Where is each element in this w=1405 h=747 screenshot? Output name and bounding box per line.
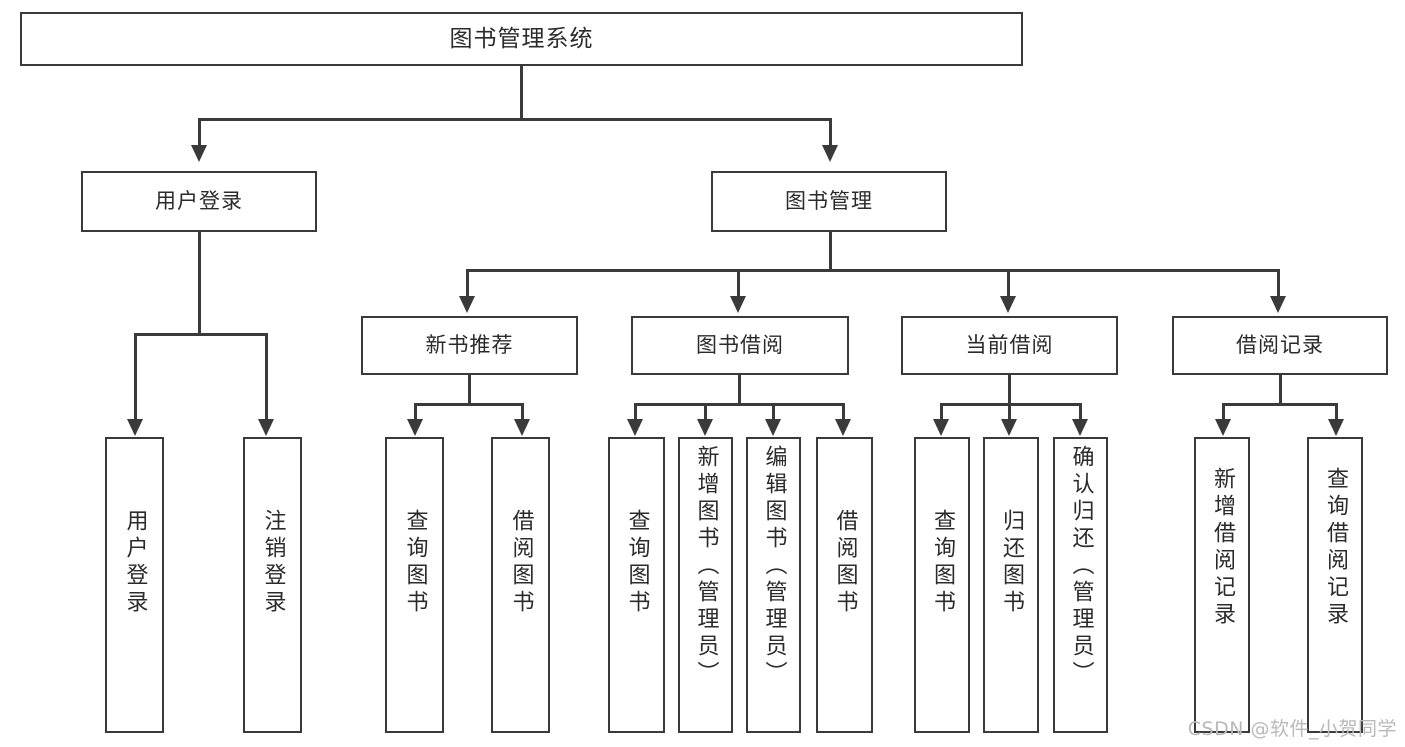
node-user-login[interactable]: 用户登录: [81, 171, 317, 232]
arrow-to-leaf-edit-book: [765, 419, 781, 436]
arrow-to-book-manage: [822, 145, 838, 162]
connector-current-borrow-c1: [940, 403, 943, 420]
node-label: 图书管理系统: [449, 25, 594, 52]
leaf-return-book[interactable]: 归还图书: [983, 437, 1039, 733]
leaf-edit-book[interactable]: 编辑图书（管理员）: [746, 437, 801, 733]
arrow-to-leaf-logout: [258, 419, 274, 436]
connector-to-borrow-record: [1277, 269, 1280, 297]
leaf-user-login[interactable]: 用户登录: [105, 437, 164, 733]
connector-borrow-record-bus: [1222, 403, 1338, 406]
connector-book-manage-stem: [829, 232, 832, 271]
node-label: 用户登录: [122, 509, 148, 617]
connector-book-borrow-bus: [634, 403, 845, 406]
leaf-query-book-2[interactable]: 查询图书: [608, 437, 665, 733]
connector-current-borrow-stem: [1008, 375, 1011, 405]
node-borrow-record[interactable]: 借阅记录: [1172, 316, 1388, 375]
leaf-query-book-1[interactable]: 查询图书: [385, 437, 444, 733]
leaf-add-book[interactable]: 新增图书（管理员）: [678, 437, 733, 733]
arrow-to-leaf-user-login: [127, 419, 143, 436]
arrow-to-leaf-borrow-book-2: [835, 419, 851, 436]
node-label: 借阅图书: [832, 509, 858, 617]
leaf-query-record[interactable]: 查询借阅记录: [1307, 437, 1363, 733]
connector-new-book-rec-stem: [468, 375, 471, 405]
node-label: 当前借阅: [965, 333, 1054, 358]
node-label: 借阅图书: [508, 509, 534, 617]
connector-book-borrow-c2: [704, 403, 707, 420]
leaf-borrow-book-1[interactable]: 借阅图书: [491, 437, 550, 733]
arrow-to-leaf-query-book-1: [407, 419, 423, 436]
node-label: 新书推荐: [425, 333, 514, 358]
arrow-to-leaf-query-book-2: [627, 419, 643, 436]
arrow-to-book-borrow: [730, 296, 746, 313]
connector-new-book-rec-bus: [414, 403, 524, 406]
arrow-to-leaf-add-book: [697, 419, 713, 436]
arrow-to-leaf-borrow-book-1: [514, 419, 530, 436]
arrow-to-user-login: [191, 145, 207, 162]
node-label: 注销登录: [260, 509, 286, 617]
node-label: 借阅记录: [1236, 333, 1324, 358]
node-label: 查询图书: [624, 509, 650, 617]
connector-current-borrow-c3: [1079, 403, 1082, 420]
arrow-to-borrow-record: [1270, 296, 1286, 313]
node-label: 新增借阅记录: [1210, 467, 1235, 629]
connector-borrow-record-c2: [1335, 403, 1338, 420]
node-label: 确认归还（管理员）: [1068, 445, 1094, 688]
connector-to-book-borrow: [737, 269, 740, 297]
connector-borrow-record-stem: [1279, 375, 1282, 405]
node-label: 查询图书: [930, 509, 955, 617]
node-label: 新增图书（管理员）: [693, 445, 719, 688]
arrow-to-leaf-add-record: [1215, 419, 1231, 436]
node-label: 图书借阅: [696, 333, 784, 358]
arrow-to-leaf-confirm-return: [1072, 419, 1088, 436]
connector-root-bus: [198, 118, 832, 121]
node-root-system[interactable]: 图书管理系统: [20, 12, 1023, 66]
arrow-to-current-borrow: [1000, 296, 1016, 313]
connector-to-current-borrow: [1007, 269, 1010, 297]
connector-current-borrow-c2: [1008, 403, 1011, 420]
node-book-borrow[interactable]: 图书借阅: [631, 316, 849, 375]
connector-to-new-book-rec: [466, 269, 469, 297]
connector-new-book-rec-c2: [521, 403, 524, 420]
connector-book-borrow-c3: [772, 403, 775, 420]
leaf-logout[interactable]: 注销登录: [243, 437, 302, 733]
connector-root-to-user-login: [198, 118, 201, 146]
connector-borrow-record-c1: [1222, 403, 1225, 420]
node-label: 编辑图书（管理员）: [761, 445, 787, 688]
leaf-confirm-return[interactable]: 确认归还（管理员）: [1053, 437, 1108, 733]
connector-root-stem: [520, 66, 523, 119]
connector-book-borrow-c1: [634, 403, 637, 420]
node-label: 查询图书: [402, 509, 428, 617]
node-label: 图书管理: [785, 189, 873, 214]
node-label: 查询借阅记录: [1323, 467, 1348, 629]
arrow-to-leaf-query-book-3: [933, 419, 949, 436]
arrow-to-new-book-rec: [459, 296, 475, 313]
leaf-add-record[interactable]: 新增借阅记录: [1194, 437, 1250, 733]
node-label: 用户登录: [155, 189, 243, 214]
connector-user-login-left: [134, 333, 137, 420]
node-new-book-rec[interactable]: 新书推荐: [361, 316, 578, 375]
connector-user-login-bus: [134, 333, 268, 336]
connector-user-login-right: [265, 333, 268, 420]
connector-current-borrow-bus: [940, 403, 1082, 406]
node-book-manage[interactable]: 图书管理: [711, 171, 947, 232]
connector-book-manage-bus: [466, 269, 1280, 272]
node-label: 归还图书: [999, 509, 1024, 617]
arrow-to-leaf-return-book: [1001, 419, 1017, 436]
connector-user-login-stem: [198, 232, 201, 334]
leaf-query-book-3[interactable]: 查询图书: [914, 437, 970, 733]
node-current-borrow[interactable]: 当前借阅: [901, 316, 1118, 375]
connector-book-borrow-stem: [738, 375, 741, 405]
connector-new-book-rec-c1: [414, 403, 417, 420]
connector-root-to-book-manage: [829, 118, 832, 146]
arrow-to-leaf-query-record: [1328, 419, 1344, 436]
connector-book-borrow-c4: [842, 403, 845, 420]
leaf-borrow-book-2[interactable]: 借阅图书: [816, 437, 873, 733]
